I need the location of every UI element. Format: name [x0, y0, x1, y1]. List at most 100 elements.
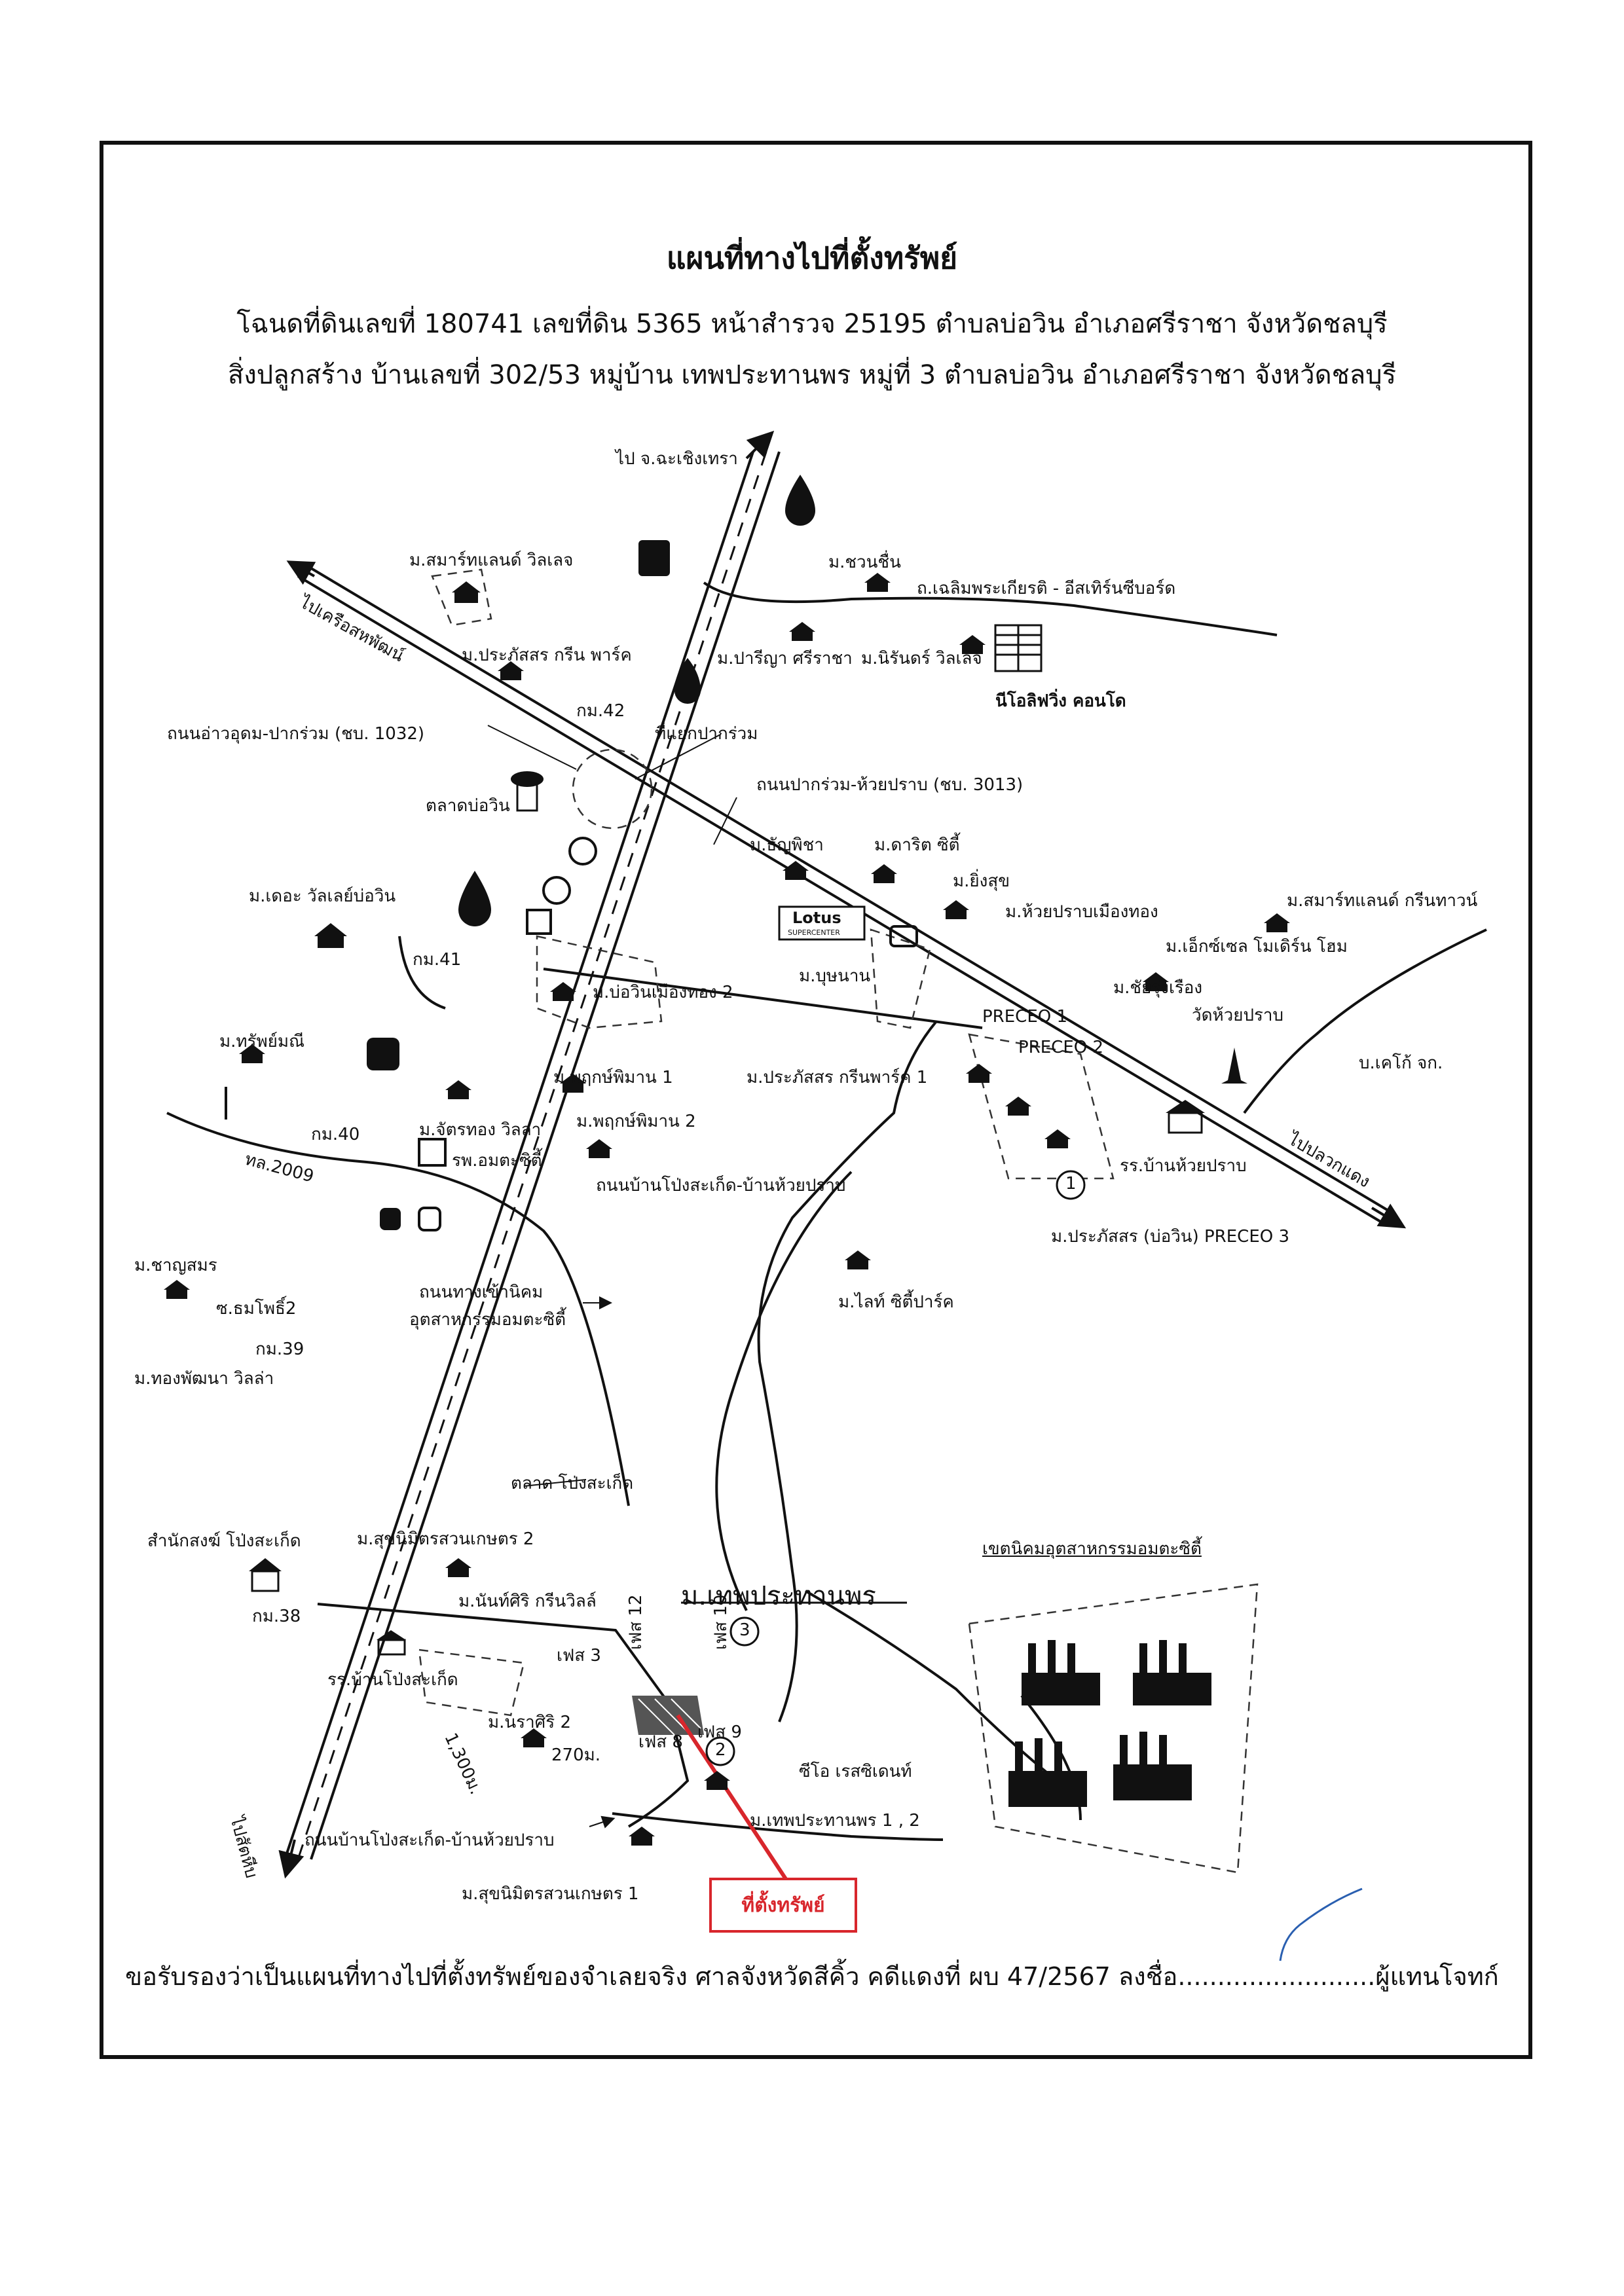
label-km40: กม.40: [311, 1125, 360, 1144]
label-yingsuk: ม.ยิ่งสุข: [953, 871, 1010, 891]
label-bowin-market: ตลาดบ่อวิน: [426, 796, 510, 816]
map-frame: [100, 141, 1532, 2059]
label-lotus: Lotus: [792, 909, 841, 927]
bank-icon: [889, 925, 918, 947]
house-icon: [943, 900, 969, 919]
label-pongsakek-school: รร.บ้านโป่งสะเก็ด: [327, 1670, 458, 1690]
label-km41: กม.41: [413, 950, 462, 970]
label-soi-thamphot2: ซ.ธมโพธิ์2: [216, 1299, 297, 1319]
label-bowin-muangthong2: ม.บ่อวินเมืองทอง 2: [593, 983, 733, 1002]
marker-3-circle: [729, 1616, 760, 1647]
boundary-bunyanan: [870, 928, 931, 1029]
road-bottom: [612, 1812, 944, 1841]
label-wat-huaiprab: วัดห้วยปราบ: [1192, 1006, 1284, 1025]
label-amata-estate-road: อุตสาหกรรมอมตะซิตี้: [409, 1310, 566, 1330]
label-phase10: เฟส 10: [711, 1594, 731, 1650]
label-huaiprab-muangthong: ม.ห้วยปราบเมืองทอง: [1005, 902, 1158, 922]
boundary-smart-land: [431, 568, 492, 627]
label-suknimit1: ม.สุขนิมิตรสวนเกษตร 1: [462, 1884, 639, 1904]
label-preceo1: PRECEO 1: [982, 1007, 1068, 1027]
label-phase9: เฟส 9: [697, 1722, 742, 1742]
label-the-valley-bowin: ม.เดอะ วัลเลย์บ่อวิน: [249, 886, 396, 906]
factory-icon: [1008, 1738, 1087, 1807]
gas-station-icon: [458, 871, 491, 926]
label-amata-zone: เขตนิคมอุตสาหกรรมอมตะซิตี้: [982, 1539, 1202, 1559]
road-east-branch: [1243, 928, 1487, 1114]
label-light-city-park: ม.ไลท์ ซิตี้ปาร์ค: [838, 1292, 954, 1312]
road-pruek: [543, 968, 983, 1029]
school-icon: [1166, 1100, 1205, 1134]
road-village-sappamanee: [166, 1112, 630, 1506]
label-chuan-chuen: ม.ชวนชื่น: [828, 553, 901, 572]
label-prakasit-green-park: ม.ประภัสสร กรีน พาร์ค: [462, 646, 632, 665]
house-icon: [164, 1280, 190, 1299]
house-icon: [239, 1044, 265, 1063]
house-icon: [445, 1558, 471, 1577]
house-icon: [783, 861, 809, 880]
junction-ring: [572, 748, 653, 829]
boundary-bowin-mt2: [536, 935, 663, 1029]
label-phase8: เฟส 8: [638, 1732, 683, 1752]
house-icon: [1044, 1129, 1071, 1148]
road-bowin-branch: [398, 936, 446, 1010]
label-chanyamon: ม.ชาญสมร: [134, 1256, 217, 1275]
label-smart-land-green-town: ม.สมาร์ทแลนด์ กรีนทาวน์: [1287, 891, 1478, 911]
celebration-road: [703, 581, 1278, 636]
label-celebration-road: ถ.เฉลิมพระเกียรติ - อีสเทิร์นซีบอร์ด: [917, 579, 1176, 598]
marker-2: 2: [715, 1740, 726, 1760]
temple-icon: [1221, 1048, 1247, 1084]
house-icon: [445, 1080, 471, 1099]
bank-icon: [418, 1207, 441, 1231]
house-icon: [452, 581, 481, 603]
house-icon: [864, 573, 891, 592]
label-huaiprab-school: รร.บ้านห้วยปราบ: [1120, 1156, 1247, 1176]
house-icon: [1264, 913, 1290, 932]
house-icon: [550, 982, 576, 1001]
label-pak-ruam-junction: ที่แยกปากร่วม: [655, 724, 758, 744]
label-smart-land-village: ม.สมาร์ทแลนด์ วิลเลจ: [409, 551, 574, 570]
house-icon: [521, 1728, 547, 1747]
label-dalit-city: ม.ดาริต ซิตี้: [874, 835, 960, 855]
house-icon: [704, 1771, 730, 1790]
condo-icon: [994, 624, 1043, 672]
label-chairungrueang: ม.ชัยรุ่งเรือง: [1113, 978, 1203, 998]
label-monk-office: สำนักสงฆ์ โป่งสะเก็ด: [147, 1531, 301, 1551]
marker-2-circle: [705, 1736, 735, 1766]
label-pruekpimarn2: ม.พฤกษ์พิมาน 2: [576, 1112, 696, 1131]
label-amata-hospital: รพ.อมตะซิตี้: [452, 1151, 542, 1171]
label-phase3: เฟส 3: [557, 1646, 601, 1666]
road-light-city: [715, 1171, 853, 1611]
label-thepprathanporn12: ม.เทพประทานพร 1 , 2: [750, 1811, 920, 1831]
label-dist-270: 270ม.: [551, 1745, 601, 1765]
signature-mark: [1279, 1887, 1363, 1961]
certification-line: ขอรับรองว่าเป็นแผนที่ทางไปที่ตั้งทรัพย์ข…: [125, 1962, 1499, 1991]
label-suknimit2: ม.สุขนิมิตรสวนเกษตร 2: [357, 1529, 534, 1549]
label-preceo3: ม.ประภัสสร (บ่อวิน) PRECEO 3: [1051, 1227, 1290, 1247]
property-location-label: ที่ตั้งทรัพย์: [741, 1893, 825, 1917]
marker-3: 3: [739, 1620, 750, 1640]
amata-zone-border: [968, 1583, 1259, 1874]
house-icon: [871, 864, 897, 883]
house-icon: [498, 661, 524, 680]
label-km42: กม.42: [576, 701, 625, 721]
bank-icon: [638, 540, 670, 576]
house-icon: [966, 1064, 992, 1083]
label-pariya: ม.ปารีญา ศรีราชา: [717, 649, 853, 668]
bank-icon: [367, 1038, 399, 1070]
house-icon: [314, 923, 347, 948]
label-cio-residence: ซีโอ เรสซิเดนท์: [799, 1762, 912, 1781]
marker-1-circle: [1056, 1170, 1086, 1200]
house-icon: [629, 1827, 655, 1846]
building-line: สิ่งปลูกสร้าง บ้านเลขที่ 302/53 หมู่บ้าน…: [227, 360, 1397, 390]
house-icon: [1005, 1097, 1031, 1116]
house-icon: [560, 1074, 586, 1093]
label-thanyasha: ม.ธัญพิชา: [750, 835, 824, 855]
deed-line: โฉนดที่ดินเลขที่ 180741 เลขที่ดิน 5365 ห…: [236, 309, 1388, 339]
label-thongpatthana: ม.ทองพัฒนา วิลล่า: [134, 1369, 274, 1389]
label-road-3013: ถนนปากร่วม-ห้วยปราบ (ชบ. 3013): [756, 775, 1024, 795]
label-road-pongsakek-huaiprab-bottom: ถนนบ้านโป่งสะเก็ด-บ้านห้วยปราบ: [304, 1831, 555, 1850]
factory-icon: [1133, 1640, 1211, 1705]
label-neo-living: นีโอลิฟวิ่ง คอนโด: [995, 691, 1126, 711]
label-narasiri2: ม.นราศิริ 2: [488, 1713, 572, 1732]
